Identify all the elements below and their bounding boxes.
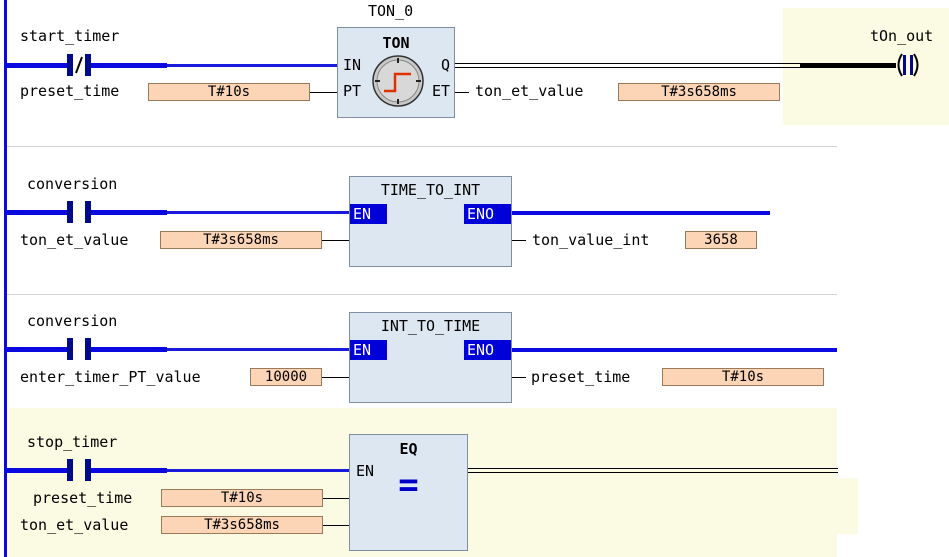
timer-clock-icon	[372, 55, 424, 107]
int-to-time-block[interactable]: INT_TO_TIME EN ENO	[349, 312, 512, 403]
wire	[323, 525, 349, 526]
negation-slash-icon	[75, 56, 83, 74]
et-label: ton_et_value	[475, 82, 584, 100]
output-label: preset_time	[531, 368, 631, 386]
wire	[167, 211, 349, 214]
pin-et: ET	[431, 82, 450, 100]
rung4-highlight-right	[837, 478, 858, 534]
input-value[interactable]: T#3s658ms	[160, 231, 322, 249]
contact-stop-timer[interactable]	[67, 459, 91, 481]
wire	[7, 210, 69, 215]
equals-icon: =	[398, 465, 419, 505]
in1-label: preset_time	[33, 489, 133, 507]
wire	[7, 468, 69, 473]
input-value[interactable]: 10000	[250, 368, 322, 386]
wire	[512, 377, 526, 378]
coil-label: tOn_out	[870, 27, 934, 45]
block-title: EQ	[399, 440, 418, 458]
wire	[322, 240, 349, 241]
wire	[167, 469, 349, 472]
pin-eno: ENO	[464, 340, 511, 360]
contact-conversion[interactable]	[67, 338, 91, 360]
q-output-wire	[800, 63, 896, 68]
wire	[512, 240, 526, 241]
negated-contact-start-timer[interactable]	[67, 54, 91, 76]
output-value[interactable]: T#10s	[662, 368, 824, 386]
ton-block[interactable]: TON IN PT Q ET	[337, 27, 455, 118]
preset-time-label: preset_time	[20, 82, 120, 100]
pin-q: Q	[440, 56, 450, 74]
q-output-wire	[455, 67, 800, 68]
output-label: ton_value_int	[532, 231, 650, 249]
input-label: enter_timer_PT_value	[20, 368, 201, 386]
wire	[167, 64, 337, 67]
wire	[167, 348, 349, 351]
output-wire	[468, 472, 838, 473]
pin-en: EN	[350, 204, 387, 224]
input-label: ton_et_value	[20, 231, 129, 249]
wire	[455, 92, 469, 93]
et-value[interactable]: T#3s658ms	[618, 83, 780, 101]
pin-pt: PT	[343, 82, 362, 100]
in2-label: ton_et_value	[20, 516, 129, 534]
eno-wire	[512, 348, 837, 352]
wire	[91, 468, 167, 473]
wire	[91, 63, 167, 68]
contact-label-start-timer: start_timer	[20, 27, 120, 45]
in2-value[interactable]: T#3s658ms	[161, 516, 323, 534]
contact-label-stop-timer: stop_timer	[27, 433, 118, 451]
left-power-rail	[4, 0, 7, 557]
block-title: INT_TO_TIME	[380, 317, 481, 335]
rung-separator	[7, 294, 837, 295]
rung-separator	[7, 146, 837, 147]
contact-conversion[interactable]	[67, 201, 91, 223]
contact-label-conversion: conversion	[27, 312, 118, 330]
wire	[91, 347, 167, 352]
contact-label-conversion: conversion	[27, 175, 118, 193]
q-output-wire	[455, 63, 800, 64]
pin-en: EN	[356, 462, 375, 480]
coil-icon[interactable]	[894, 52, 922, 78]
in1-value[interactable]: T#10s	[161, 489, 323, 507]
block-title: TIME_TO_INT	[380, 181, 481, 199]
time-to-int-block[interactable]: TIME_TO_INT EN ENO	[349, 176, 512, 267]
block-title: TON	[382, 34, 410, 52]
wire	[323, 498, 349, 499]
pin-en: EN	[350, 340, 387, 360]
output-value[interactable]: 3658	[685, 231, 757, 249]
wire	[310, 92, 337, 93]
wire	[322, 377, 349, 378]
instance-name: TON_0	[368, 2, 414, 20]
eq-block[interactable]: EQ EN =	[349, 434, 468, 551]
pin-eno: ENO	[464, 204, 511, 224]
wire	[91, 210, 167, 215]
preset-time-value[interactable]: T#10s	[148, 83, 310, 101]
wire	[7, 347, 69, 352]
eno-wire	[512, 211, 770, 215]
pin-in: IN	[343, 56, 362, 74]
wire	[7, 63, 69, 68]
output-wire	[468, 468, 838, 469]
